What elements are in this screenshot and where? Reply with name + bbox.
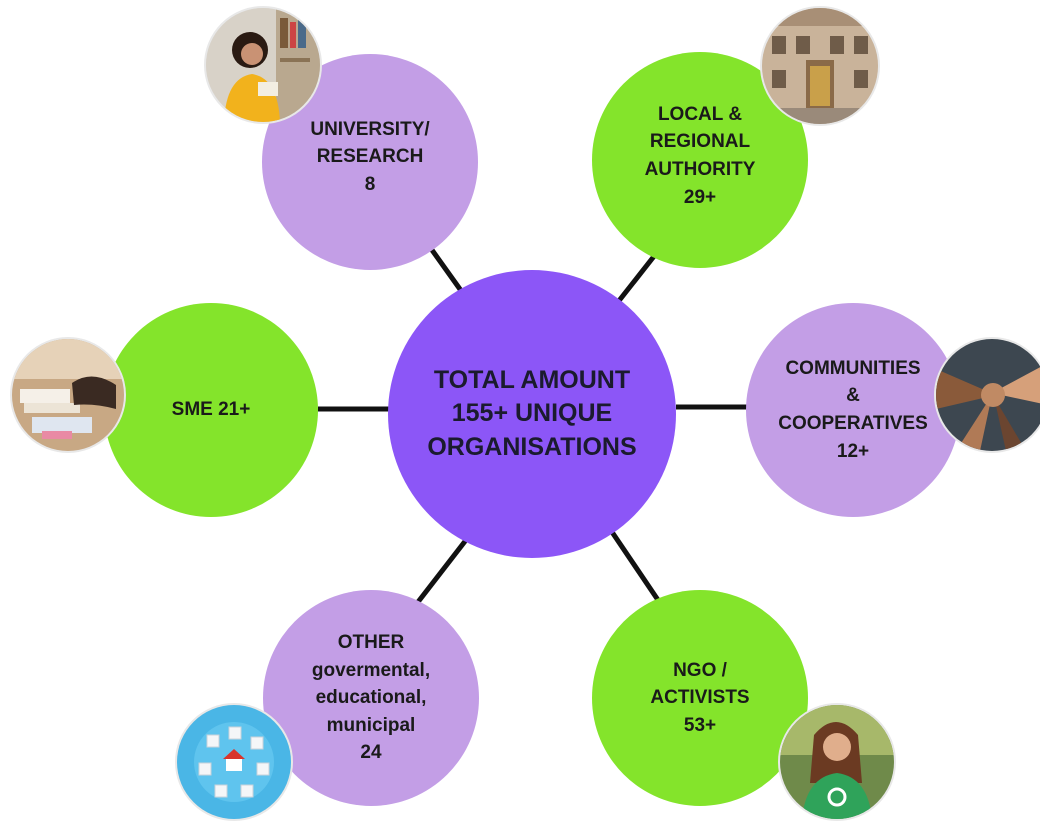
university-line-2: RESEARCH [316, 146, 424, 168]
stacked-hands-icon [934, 337, 1040, 453]
center-line-1: TOTAL AMOUNT [433, 366, 631, 395]
local-authority-line-1: LOCAL & [657, 103, 743, 125]
communities-count: 12+ [836, 440, 870, 462]
center-line-3: ORGANISATIONS [427, 432, 637, 461]
other-line-1: OTHER [337, 632, 405, 654]
connector-local-authority [616, 253, 657, 304]
woman-reading-in-library-icon [204, 6, 322, 124]
other-line-2: govermental, [311, 659, 431, 681]
communities-cooperatives-node: COMMUNITIES & COOPERATIVES 12+ [746, 303, 960, 517]
ngo-line-2: ACTIVISTS [650, 687, 750, 709]
sme-node: SME 21+ [104, 303, 318, 517]
ngo-activists-node: NGO / ACTIVISTS 53+ [592, 590, 808, 806]
ngo-line-1: NGO / [673, 659, 727, 681]
other-line-4: municipal [326, 714, 416, 736]
local-authority-line-3: AUTHORITY [644, 159, 756, 180]
university-count: 8 [364, 173, 376, 195]
connector-university [429, 248, 465, 294]
communities-line-3: COOPERATIVES [778, 413, 928, 434]
ngo-count: 53+ [683, 714, 717, 736]
other-governmental-node: OTHER govermental, educational, municipa… [263, 590, 479, 806]
local-authority-line-2: REGIONAL [649, 131, 751, 153]
government-building-icon [760, 6, 880, 126]
sme-label: SME 21+ [171, 399, 251, 421]
connector-other [416, 538, 468, 604]
network-cubes-icon [175, 703, 293, 821]
center-total-node: TOTAL AMOUNT 155+ UNIQUE ORGANISATIONS [388, 270, 676, 558]
center-line-2: 155+ UNIQUE [451, 399, 613, 428]
activist-with-recycling-shirt-icon [778, 703, 896, 821]
connector-ngo [609, 530, 663, 605]
communities-line-1: COMMUNITIES [785, 357, 921, 379]
other-count: 24 [360, 742, 382, 764]
other-line-3: educational, [315, 687, 427, 709]
local-authority-count: 29+ [683, 186, 717, 208]
communities-line-2: & [846, 385, 860, 407]
university-line-1: UNIVERSITY/ [310, 118, 430, 140]
office-desk-paperwork-icon [10, 337, 126, 453]
